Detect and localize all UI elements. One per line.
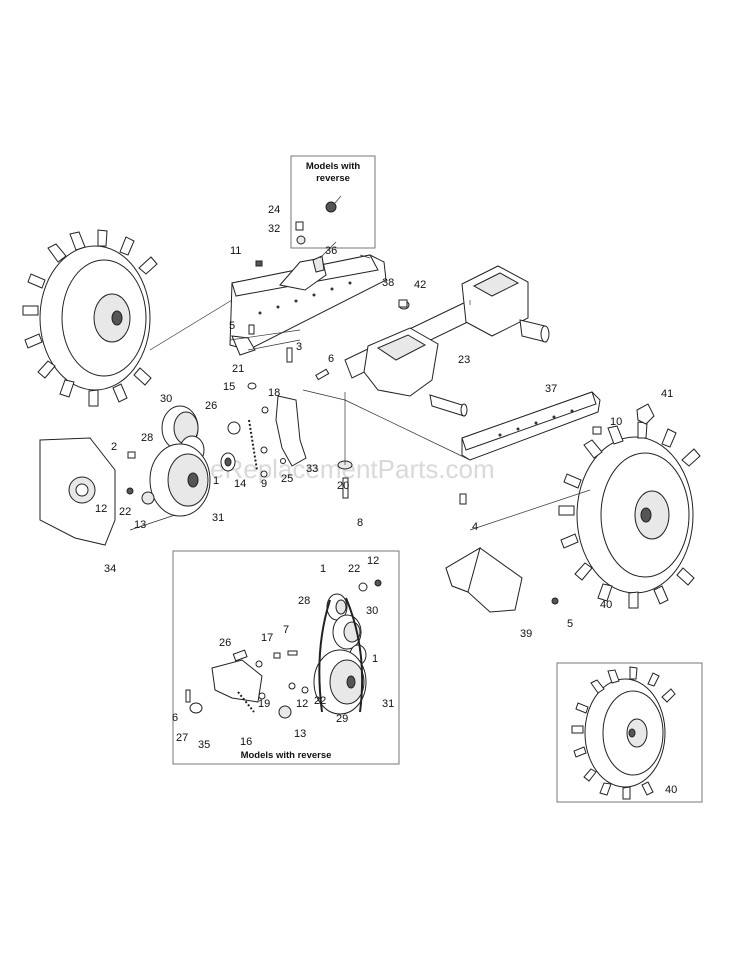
label-12c: 12 [296, 698, 308, 710]
label-22b: 22 [348, 563, 360, 575]
idler-arm-33 [227, 299, 408, 499]
label-9: 9 [261, 478, 267, 490]
label-22c: 22 [314, 695, 326, 707]
label-20: 20 [337, 480, 349, 492]
left-wheel [22, 229, 158, 407]
label-26b: 26 [219, 637, 231, 649]
part-labels: 24 32 36 11 38 42 5 23 3 6 21 15 18 30 2… [95, 204, 677, 796]
right-wheel [558, 421, 701, 609]
label-21: 21 [232, 363, 244, 375]
part-41 [636, 403, 655, 425]
label-3: 3 [296, 341, 302, 353]
label-12b: 12 [367, 555, 379, 567]
label-19: 19 [258, 698, 270, 710]
label-26a: 26 [205, 400, 217, 412]
label-36: 36 [325, 245, 337, 257]
label-4: 4 [472, 521, 478, 533]
pulley-assembly [126, 405, 236, 517]
wheel-inset [556, 662, 703, 803]
label-32: 32 [268, 223, 280, 235]
label-6b: 6 [172, 712, 178, 724]
label-6a: 6 [328, 353, 334, 365]
label-1a: 1 [213, 475, 219, 487]
label-41: 41 [661, 388, 673, 400]
label-23: 23 [458, 354, 470, 366]
label-29: 29 [336, 713, 348, 725]
label-30b: 30 [366, 605, 378, 617]
label-2: 2 [111, 441, 117, 453]
label-1b: 1 [320, 563, 326, 575]
bracket-38 [229, 221, 387, 356]
label-10: 10 [610, 416, 622, 428]
label-14: 14 [234, 478, 246, 490]
label-13b: 13 [294, 728, 306, 740]
shield-39 [445, 546, 559, 613]
label-33: 33 [306, 463, 318, 475]
label-16: 16 [240, 736, 252, 748]
label-1c: 1 [372, 653, 378, 665]
label-22a: 22 [119, 506, 131, 518]
label-25: 25 [281, 473, 293, 485]
label-42: 42 [414, 279, 426, 291]
reverse-callout: Models with reverse [290, 155, 376, 249]
label-24: 24 [268, 204, 280, 216]
label-11: 11 [230, 245, 241, 257]
callout-caption-line1: Models with [306, 161, 361, 172]
watermark-text: eReplacementParts.com [210, 454, 495, 484]
label-8: 8 [357, 517, 363, 529]
bracket-37 [459, 391, 602, 505]
label-5a: 5 [229, 320, 235, 332]
label-13a: 13 [134, 519, 146, 531]
reverse-inset: Models with reverse [172, 550, 400, 765]
label-31b: 31 [382, 698, 394, 710]
label-31a: 31 [212, 512, 224, 524]
label-30a: 30 [160, 393, 172, 405]
transmission-23 [344, 265, 550, 417]
label-28b: 28 [298, 595, 310, 607]
belt-cover-34 [39, 437, 116, 546]
label-5b: 5 [567, 618, 573, 630]
label-40a: 40 [600, 599, 612, 611]
label-39: 39 [520, 628, 532, 640]
label-7: 7 [283, 624, 289, 636]
label-40b: 40 [665, 784, 677, 796]
label-17: 17 [261, 632, 273, 644]
label-18: 18 [268, 387, 280, 399]
label-28a: 28 [141, 432, 153, 444]
label-38: 38 [382, 277, 394, 289]
label-37: 37 [545, 383, 557, 395]
label-35: 35 [198, 739, 210, 751]
leader-lines [129, 241, 591, 531]
label-34: 34 [104, 563, 116, 575]
callout-caption-line2: reverse [316, 173, 350, 184]
label-12a: 12 [95, 503, 107, 515]
label-27: 27 [176, 732, 188, 744]
label-15: 15 [223, 381, 235, 393]
inset-caption: Models with reverse [241, 750, 332, 761]
